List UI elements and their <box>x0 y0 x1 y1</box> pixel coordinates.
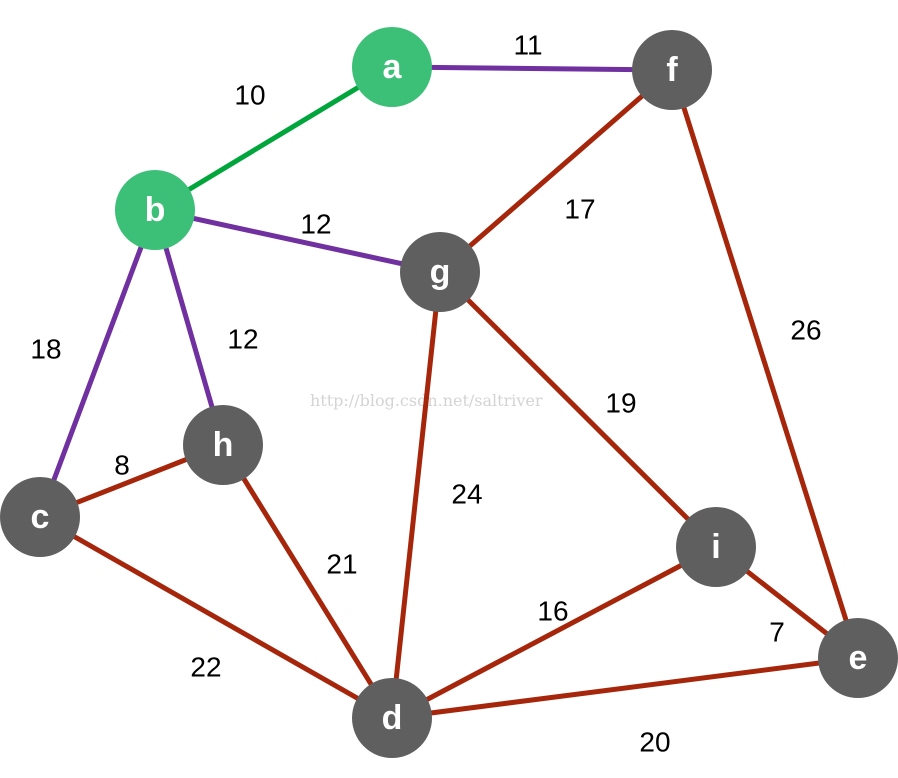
node-label-e: e <box>849 639 868 677</box>
edge-weight-b-g: 12 <box>300 208 331 239</box>
edge-f-g <box>438 68 674 274</box>
node-g: g <box>400 232 480 312</box>
node-label-g: g <box>430 253 451 291</box>
edge-weight-g-d: 24 <box>451 478 482 509</box>
node-a: a <box>352 27 432 107</box>
node-circle-d <box>352 678 432 758</box>
node-f: f <box>632 30 712 110</box>
node-i: i <box>676 507 756 587</box>
edge-f-e <box>669 69 861 659</box>
edge-d-e <box>391 655 859 721</box>
edge-weight-c-d: 22 <box>190 651 221 682</box>
node-circle-g <box>400 232 480 312</box>
edge-layer <box>37 64 861 721</box>
edge-a-b <box>153 64 394 213</box>
node-layer: a b c d e f g h i <box>0 27 898 758</box>
node-circle-c <box>0 477 80 557</box>
node-circle-e <box>818 618 898 698</box>
node-h: h <box>183 405 263 485</box>
node-circle-i <box>676 507 756 587</box>
edge-weight-c-h: 8 <box>114 449 130 480</box>
edge-a-f <box>391 64 673 73</box>
edge-weight-a-b: 10 <box>234 79 265 110</box>
node-d: d <box>352 678 432 758</box>
edge-weight-h-d: 21 <box>326 548 357 579</box>
edge-i-d <box>390 544 718 721</box>
node-label-a: a <box>383 48 403 86</box>
edge-weight-f-g: 17 <box>564 193 595 224</box>
edge-h-d <box>220 443 395 720</box>
edge-weight-i-d: 16 <box>537 595 568 626</box>
edge-weight-g-i: 19 <box>605 387 636 418</box>
node-circle-f <box>632 30 712 110</box>
edge-b-g <box>154 207 441 275</box>
edge-c-d <box>38 514 394 721</box>
edge-b-h <box>152 209 226 446</box>
node-e: e <box>818 618 898 698</box>
edge-g-i <box>438 270 718 549</box>
edge-b-c <box>37 209 158 518</box>
node-circle-h <box>183 405 263 485</box>
edge-g-d <box>389 271 443 719</box>
node-label-h: h <box>213 426 234 464</box>
node-label-f: f <box>666 51 678 89</box>
node-b: b <box>115 170 195 250</box>
edge-weight-f-e: 26 <box>790 314 821 345</box>
edge-weight-layer: 10 11 12 12 18 17 26 19 24 8 21 22 16 7 20 <box>30 29 821 757</box>
edge-weight-a-f: 11 <box>513 29 542 60</box>
edge-weight-d-e: 20 <box>639 726 670 757</box>
node-label-b: b <box>145 191 166 229</box>
edge-weight-b-c: 18 <box>30 333 61 364</box>
node-label-d: d <box>382 699 403 737</box>
node-label-i: i <box>711 528 720 566</box>
node-c: c <box>0 477 80 557</box>
node-label-c: c <box>31 498 50 536</box>
edge-weight-b-h: 12 <box>227 323 258 354</box>
edge-weight-i-e: 7 <box>769 616 785 647</box>
node-circle-b <box>115 170 195 250</box>
node-circle-a <box>352 27 432 107</box>
